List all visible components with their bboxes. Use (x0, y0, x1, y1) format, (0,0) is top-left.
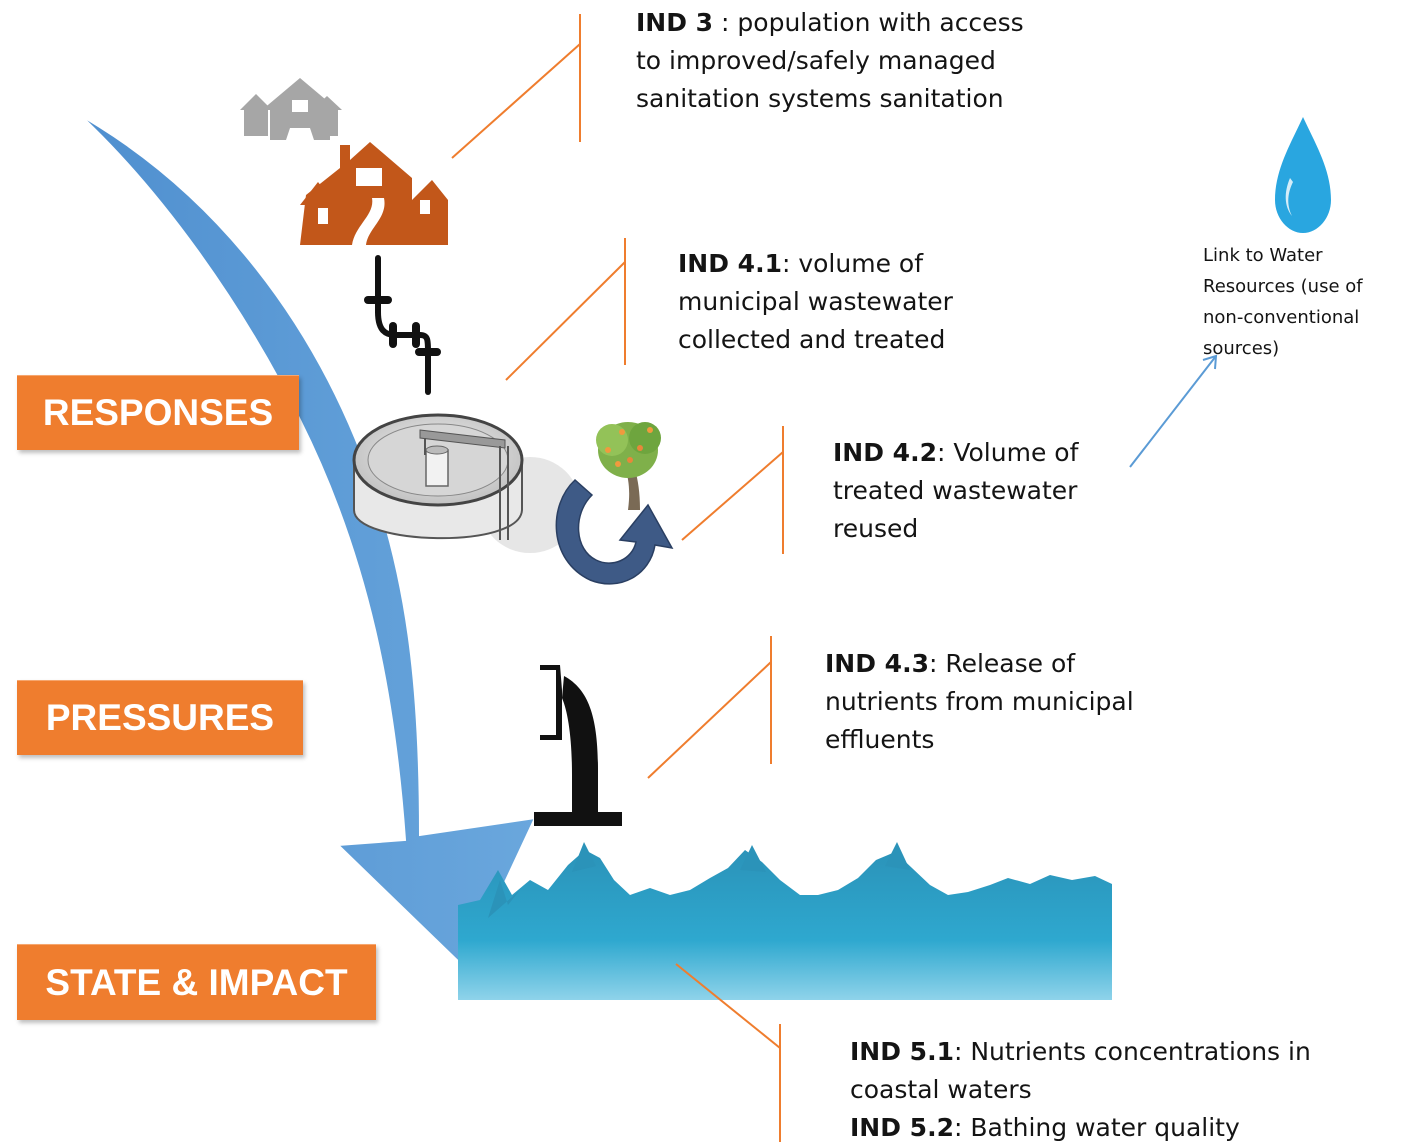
ind52-sep: : (953, 1113, 971, 1142)
pressures-text: PRESSURES (45, 697, 275, 738)
ind43-text: Release of nutrients from municipal effl… (825, 649, 1134, 754)
ind51-sep: : (953, 1037, 971, 1066)
ind43-code: IND 4.3 (825, 649, 929, 678)
ind52-code: IND 5.2 (850, 1113, 954, 1142)
ind42-text: Volume of treated wastewater reused (833, 438, 1079, 543)
ind3-code: IND 3 (636, 8, 714, 37)
indicator-ind5: IND 5.1: Nutrients concentrations in coa… (850, 1033, 1370, 1147)
indicator-ind43: IND 4.3: Release of nutrients from munic… (825, 645, 1160, 759)
ind42-sep: : (936, 438, 954, 467)
ind52-text: Bathing water quality (970, 1113, 1240, 1142)
houses-grey-icon (240, 78, 342, 140)
ind41-code: IND 4.1 (678, 249, 782, 278)
coastal-water (458, 842, 1112, 1000)
callout-connectors (451, 14, 784, 1142)
ind41-text: volume of municipal wastewater collected… (678, 249, 953, 354)
water-drop-icon (1275, 117, 1331, 233)
link-arrow (1129, 354, 1218, 468)
responses-text: RESPONSES (42, 392, 274, 433)
outfall-pipe-icon (534, 665, 622, 826)
ind3-sep: : (713, 8, 738, 37)
link-text: Link to Water Resources (use of non-conv… (1203, 245, 1363, 359)
indicator-ind42: IND 4.2: Volume of treated wastewater re… (833, 434, 1118, 548)
indicator-ind3: IND 3 : population with access to improv… (636, 4, 1036, 118)
pressures-label: PRESSURES (17, 680, 303, 755)
ind51-text: Nutrients concentrations in coastal wate… (850, 1037, 1311, 1104)
ind41-sep: : (781, 249, 799, 278)
treatment-plant-icon (352, 413, 580, 553)
state-impact-text: STATE & IMPACT (45, 961, 348, 1003)
ind43-sep: : (928, 649, 946, 678)
houses-orange-icon (300, 142, 448, 245)
ind3-text: population with access to improved/safel… (636, 8, 1024, 113)
ind51-code: IND 5.1 (850, 1037, 954, 1066)
indicator-ind41: IND 4.1: volume of municipal wastewater … (678, 245, 998, 359)
pipe-icon (364, 255, 441, 395)
tree-icon (596, 422, 661, 510)
responses-label: RESPONSES (17, 375, 299, 450)
ind52-line: IND 5.2: Bathing water quality (850, 1109, 1370, 1147)
ind51-line: IND 5.1: Nutrients concentrations in coa… (850, 1033, 1370, 1109)
state-impact-label: STATE & IMPACT (17, 944, 376, 1020)
ind42-code: IND 4.2 (833, 438, 937, 467)
reuse-arrow-icon (555, 478, 674, 585)
water-resources-link-note: Link to Water Resources (use of non-conv… (1203, 240, 1399, 364)
